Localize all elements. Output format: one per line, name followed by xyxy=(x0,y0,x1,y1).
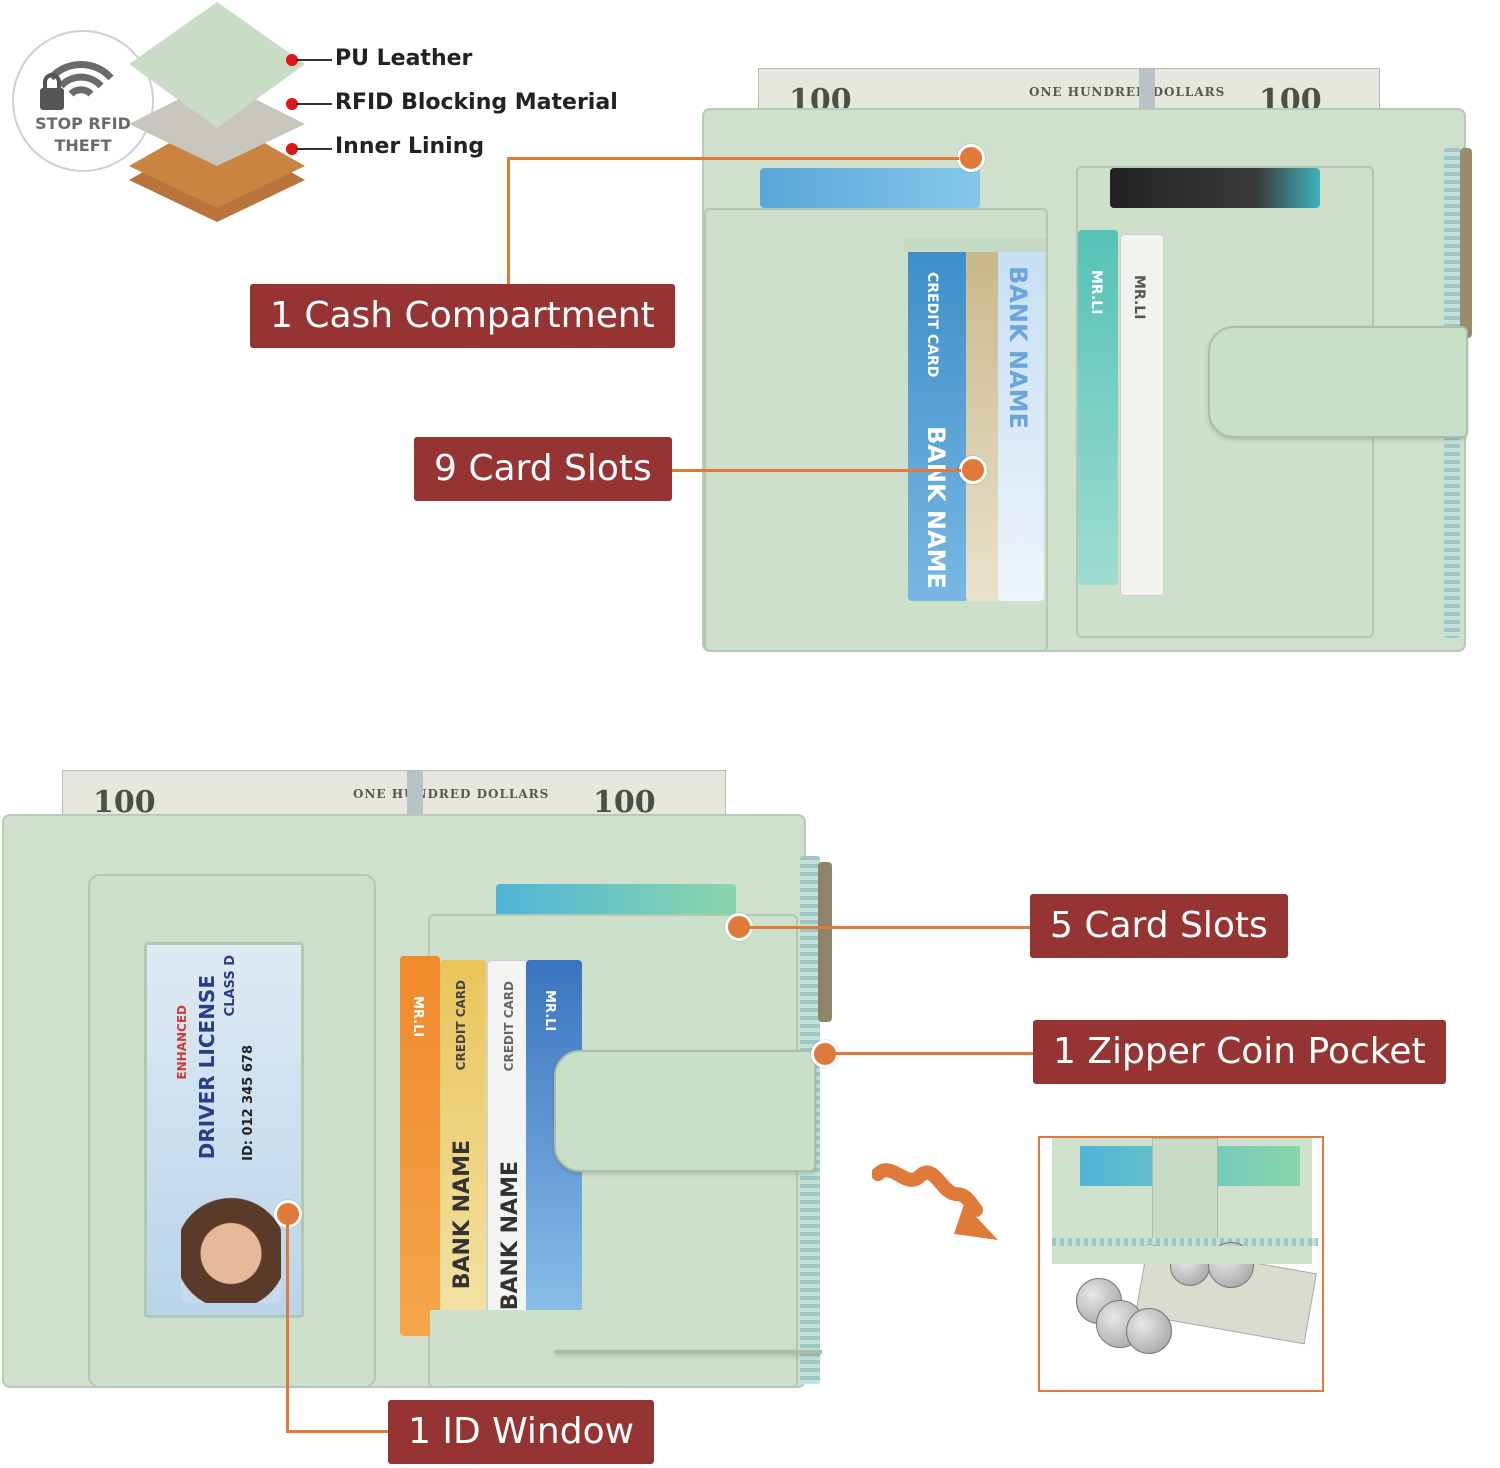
nine-card-slots-dot xyxy=(959,456,987,484)
rfid-badge-text-1: STOP RFID xyxy=(35,114,131,133)
bank-card: CREDIT CARD BANK NAME xyxy=(908,246,968,601)
coin-pocket-inset xyxy=(1038,1136,1324,1392)
bank-card: BANK NAME xyxy=(998,246,1044,601)
rfid-badge-text-2: THEFT xyxy=(54,136,112,155)
bank-card: CREDIT CARD BANK NAME xyxy=(440,960,486,1336)
snap-strap[interactable] xyxy=(554,1350,822,1354)
zipper-pull[interactable] xyxy=(818,862,832,1022)
bank-card: CREDIT CARD BANK NAME xyxy=(487,960,533,1338)
id-photo xyxy=(181,1193,281,1303)
layer-label-lining: Inner Lining xyxy=(335,134,485,159)
top-wallet-photo: 100 ONE HUNDRED DOLLARS 100 100 ONE HUND… xyxy=(700,68,1472,658)
squiggle-arrow-icon xyxy=(872,1163,998,1240)
five-card-slots-label: 5 Card Slots xyxy=(1030,894,1288,958)
cash-compartment-dot xyxy=(957,144,985,172)
layer-label-rfid: RFID Blocking Material xyxy=(335,90,618,115)
rfid-badge: STOP RFID THEFT xyxy=(12,30,154,172)
id-window-label: 1 ID Window xyxy=(388,1400,655,1464)
layer-marker-pu xyxy=(286,54,298,66)
layer-marker-rfid xyxy=(286,98,298,110)
snap-strap[interactable] xyxy=(1208,326,1468,438)
zipper-pocket-label: 1 Zipper Coin Pocket xyxy=(1033,1020,1446,1084)
layer-marker-lining xyxy=(286,143,298,155)
wifi-lock-icon xyxy=(40,61,114,110)
bottom-wallet-photo: 100 ONE HUNDRED DOLLARS 100 100 ONE HUND… xyxy=(0,770,850,1390)
id-window: ENHANCED DRIVER LICENSE CLASS D ID: 012 … xyxy=(144,942,304,1318)
cash-compartment-label: 1 Cash Compartment xyxy=(250,284,675,348)
layer-label-pu: PU Leather xyxy=(335,46,473,71)
nine-card-slots-label: 9 Card Slots xyxy=(414,437,672,501)
coin xyxy=(1126,1308,1172,1354)
material-layers-diagram xyxy=(129,2,305,222)
snap-strap-bottom[interactable] xyxy=(554,1050,816,1172)
